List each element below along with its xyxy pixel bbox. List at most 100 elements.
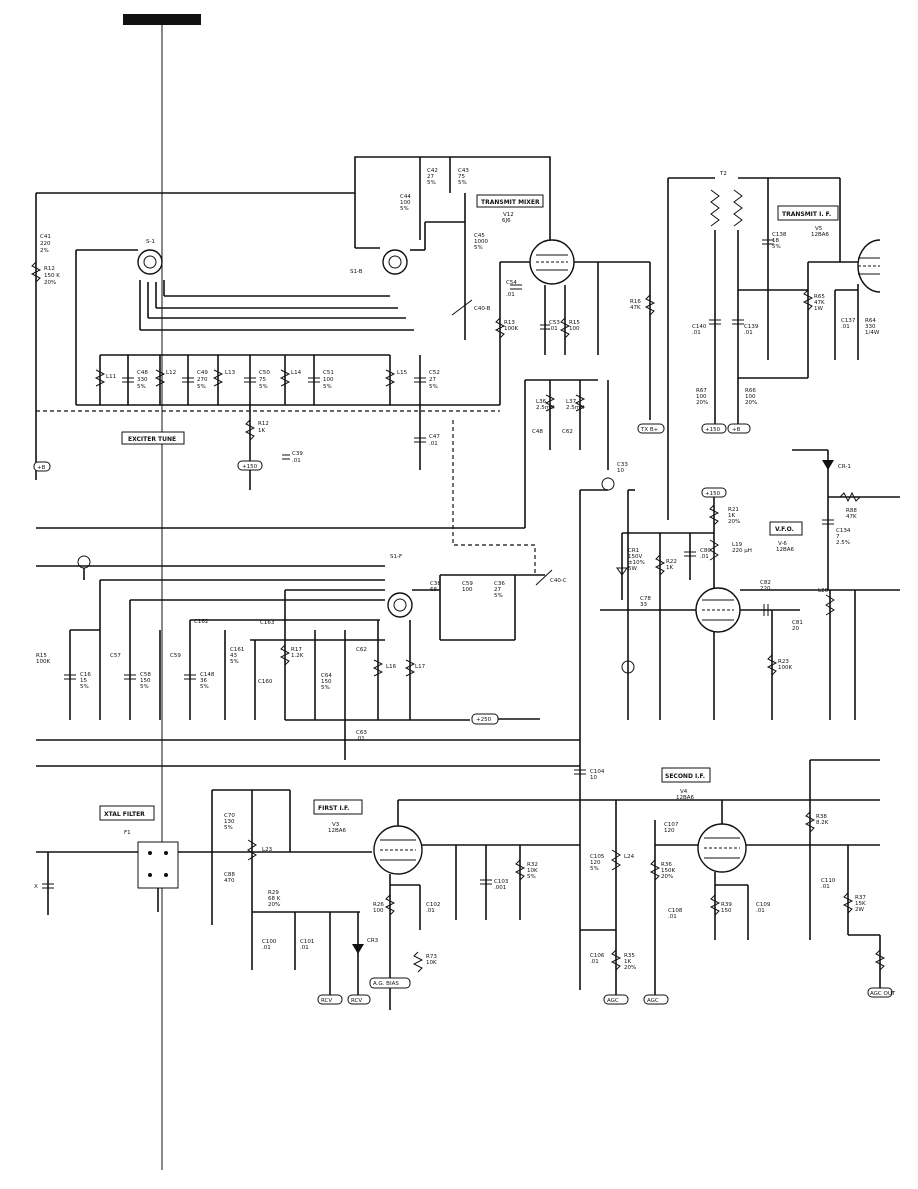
r35-tol: 20%	[624, 965, 636, 971]
c104-val: 10	[590, 775, 597, 781]
svg-text:C48: C48	[137, 370, 148, 376]
svg-text:L14: L14	[291, 370, 302, 376]
s1-label: S-1	[146, 239, 155, 245]
c106-val: .01	[590, 959, 599, 965]
l36-ref: L36	[536, 399, 547, 405]
c107-val: 120	[664, 828, 675, 834]
c81-val: 20	[792, 626, 799, 632]
c58-tol: 5%	[140, 684, 149, 690]
rail-plus-b1-label: +150	[242, 464, 258, 470]
r35-ref: R35	[624, 953, 635, 959]
c54-ref: C54	[506, 280, 517, 286]
l37-val: 2.5mH	[566, 405, 584, 411]
r32-tol: 5%	[527, 874, 536, 880]
c134-ref: C134	[836, 528, 851, 534]
c148-ref: C148	[200, 672, 215, 678]
rail-vfo-b-label: +150	[705, 491, 721, 497]
c138-ref: C138	[772, 232, 787, 238]
x-mark: X	[34, 884, 38, 890]
c82-ref: C82	[760, 580, 771, 586]
rail-rcv-b-label: +250	[476, 717, 492, 723]
r12-tol: 20%	[44, 280, 56, 286]
c59-val: 100	[462, 587, 473, 593]
c140-ref: C140	[692, 324, 707, 330]
c40c-label: C40-C	[550, 578, 567, 584]
r39-val: 150	[721, 908, 732, 914]
c109-val: .01	[756, 908, 765, 914]
c101-val: .01	[300, 945, 309, 951]
v3-label: V3	[332, 822, 340, 828]
c64-val: 150	[321, 679, 332, 685]
r88-ref: R88	[846, 508, 857, 514]
c82-val: 220	[760, 586, 771, 592]
v3-type: 12BA6	[328, 828, 347, 834]
r67-ref: R67	[696, 388, 707, 394]
c54-val: .01	[506, 292, 515, 298]
t2-label: T2	[719, 171, 727, 177]
l24-label: L24	[624, 854, 635, 860]
c38-val: 68	[430, 587, 437, 593]
c43-val: 75	[458, 174, 465, 180]
rail-b-left	[33, 461, 51, 472]
r66-tol: 20%	[745, 400, 757, 406]
c106-ref: C106	[590, 953, 605, 959]
rail-agc2	[643, 994, 669, 1005]
header-bar	[123, 14, 201, 25]
l23-label: L23	[262, 847, 273, 853]
c103-val: .001	[494, 885, 506, 891]
l17-label: L17	[415, 664, 426, 670]
svg-text:C52: C52	[429, 370, 440, 376]
agc-bias-label: A.G. BIAS	[373, 981, 399, 987]
cap-c49: C49 270 5%	[182, 355, 208, 405]
coil-l12: L12	[154, 355, 176, 405]
c163-label: C163	[260, 620, 275, 626]
c40b-label: C40-B	[474, 306, 491, 312]
c41-tol: 2%	[40, 248, 49, 254]
crystal-filter-box	[99, 805, 155, 821]
rail-rcv-mid-label: RCV	[351, 998, 362, 1004]
rail-b-right	[727, 423, 751, 434]
rail-agc-out	[867, 987, 893, 998]
c62-label: C62	[562, 429, 573, 435]
c42-val: 27	[427, 174, 434, 180]
r66-ref: R66	[745, 388, 756, 394]
c59-ref: C59	[462, 581, 473, 587]
c105-tol: 5%	[590, 866, 599, 872]
svg-text:75: 75	[259, 377, 266, 383]
coil-l15: L15	[384, 355, 408, 405]
cap-c52: C52 27 5% C47 .01	[414, 355, 440, 470]
c70-val: 130	[224, 819, 235, 825]
r64-pw: 1/4W	[865, 330, 880, 336]
cr2-label: CR-1	[838, 464, 851, 470]
r15-val: 100	[569, 326, 580, 332]
r37-val: 15K	[855, 901, 866, 907]
rail-rcv-left-label: RCV	[321, 998, 332, 1004]
r15b-val: 100K	[36, 659, 50, 665]
r13-val: 100K	[504, 326, 518, 332]
c109-ref: C109	[756, 902, 771, 908]
c161-tol: 5%	[230, 659, 239, 665]
rail-plus-b2-label: +150	[705, 427, 721, 433]
c44-tol: 5%	[400, 206, 409, 212]
c36-val: 27	[494, 587, 501, 593]
cr1-ref: CR1	[628, 548, 639, 554]
r21-val: 1K	[728, 513, 735, 519]
r39-ref: R39	[721, 902, 732, 908]
c48b-label: C48	[532, 429, 543, 435]
v12-label: V12	[503, 212, 514, 218]
cr1-tol: ±10%	[628, 560, 645, 566]
l19-ref: L19	[732, 542, 743, 548]
c41-ref: C41	[40, 234, 51, 240]
c100-val: .01	[262, 945, 271, 951]
r17-ref: R17	[291, 647, 302, 653]
c63-ref: C63	[356, 730, 367, 736]
c59b-label: C59	[170, 653, 181, 659]
c62b-label: C62	[356, 647, 367, 653]
svg-text:5%: 5%	[137, 384, 146, 390]
switch-s1f	[387, 592, 413, 618]
c45-tol: 5%	[474, 245, 483, 251]
r13-ref: R13	[504, 320, 515, 326]
c108-val: .01	[668, 914, 677, 920]
c138-val: 18	[772, 238, 779, 244]
r12-ref: R12	[44, 266, 55, 272]
